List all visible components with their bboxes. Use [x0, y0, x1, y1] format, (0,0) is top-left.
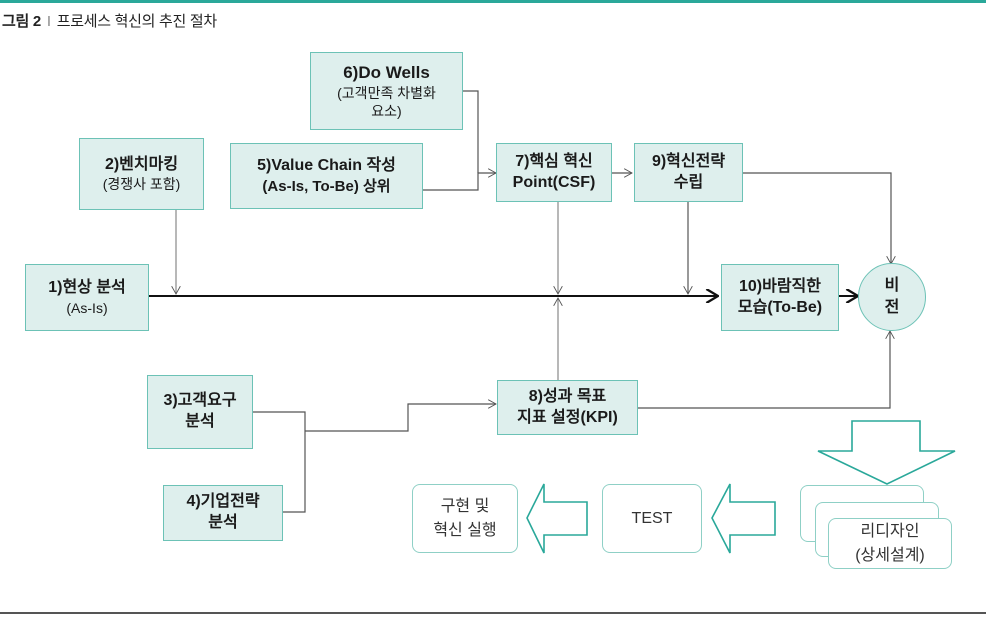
redesign-line1: 리디자인 — [860, 523, 920, 541]
node-7-title2: Point(CSF) — [512, 173, 596, 191]
node-7-title: 7)핵심 혁신 — [515, 152, 593, 170]
node-6-sub: (고객만족 차별화 — [337, 84, 436, 101]
node-2-benchmarking: 2)벤치마킹 (경쟁사 포함) — [79, 138, 204, 210]
test-label: TEST — [631, 509, 673, 527]
bottom-rule — [0, 612, 986, 614]
node-7-core-innovation: 7)핵심 혁신 Point(CSF) — [496, 143, 612, 202]
figure-title: 프로세스 혁신의 추진 절차 — [56, 13, 217, 30]
node-5-value-chain: 5)Value Chain 작성 (As-Is, To-Be) 상위 — [230, 143, 423, 209]
redesign-line2: (상세설계) — [855, 546, 925, 564]
node-1-title: 1)현상 분석 — [48, 279, 126, 296]
valuechain-connector — [423, 173, 496, 191]
figure-caption: 그림 2 I 프로세스 혁신의 추진 절차 — [2, 10, 217, 31]
node-2-title: 2)벤치마킹 — [104, 155, 179, 173]
customer-needs-connector — [252, 411, 306, 513]
node-1-current-analysis: 1)현상 분석 (As-Is) — [25, 264, 149, 331]
implement-line1: 구현 및 — [440, 498, 490, 516]
needs-to-kpi-connector — [305, 404, 496, 432]
vision-circle: 비 전 — [858, 263, 926, 331]
vision-line2: 전 — [884, 299, 900, 316]
node-9-title: 9)혁신전략 — [651, 152, 726, 170]
node-6-sub2: 요소) — [371, 103, 402, 120]
down-block-arrow — [817, 420, 956, 485]
caption-separator: I — [46, 13, 51, 30]
node-10-title: 10)바람직한 — [738, 277, 821, 295]
node-9-title2: 수립 — [673, 173, 704, 191]
node-3-customer-needs: 3)고객요구 분석 — [147, 375, 253, 449]
node-5-title: 5)Value Chain 작성 — [257, 156, 396, 174]
node-6-title: 6)Do Wells — [343, 62, 430, 82]
node-8-title2: 지표 설정(KPI) — [517, 408, 618, 426]
node-9-strategy: 9)혁신전략 수립 — [634, 143, 743, 202]
implement-line2: 혁신 실행 — [433, 521, 497, 539]
node-8-kpi: 8)성과 목표 지표 설정(KPI) — [497, 380, 638, 435]
node-4-title: 4)기업전략 — [186, 493, 260, 511]
node-8-title: 8)성과 목표 — [528, 387, 607, 405]
test-box: TEST — [602, 484, 702, 553]
node-10-title2: 모습(To-Be) — [737, 298, 823, 316]
left-block-arrow-test — [711, 483, 776, 554]
node-1-sub: (As-Is) — [66, 299, 108, 316]
dowells-connector — [463, 90, 479, 173]
kpi-to-vision-connector — [638, 331, 890, 409]
vision-line1: 비 — [884, 277, 900, 295]
node-2-sub: (경쟁사 포함) — [102, 176, 181, 193]
figure-label: 그림 2 — [2, 13, 41, 30]
redesign-box: 리디자인 (상세설계) — [828, 518, 952, 569]
node-6-do-wells: 6)Do Wells (고객만족 차별화 요소) — [310, 52, 463, 130]
node-5-sub: (As-Is, To-Be) 상위 — [262, 177, 391, 195]
implement-box: 구현 및 혁신 실행 — [412, 484, 518, 553]
node-10-to-be: 10)바람직한 모습(To-Be) — [721, 264, 839, 331]
node-4-corporate-strategy: 4)기업전략 분석 — [163, 485, 283, 541]
top-accent-rule — [0, 0, 986, 3]
node-3-title2: 분석 — [185, 413, 215, 430]
strategy-to-vision-connector — [743, 172, 891, 264]
left-block-arrow-implement — [526, 483, 588, 554]
node-3-title: 3)고객요구 — [163, 392, 237, 410]
node-4-title2: 분석 — [208, 514, 238, 531]
